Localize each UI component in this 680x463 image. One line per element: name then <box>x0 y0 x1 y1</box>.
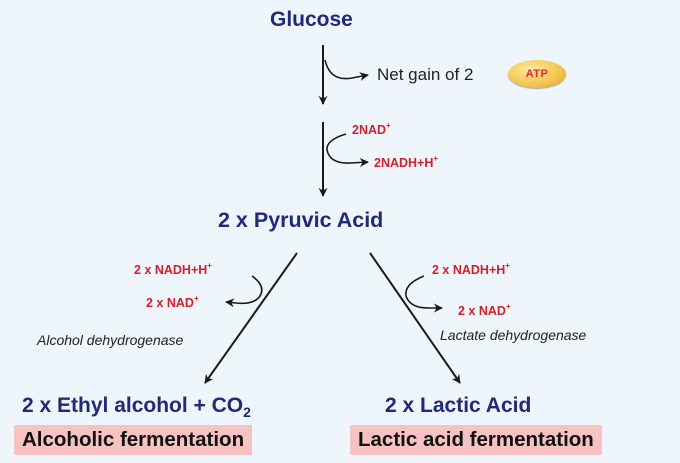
left-cofactor-arrow <box>225 275 263 308</box>
atp-branch-arrow <box>324 59 369 81</box>
alcoholic-fermentation-label: Alcoholic fermentation <box>14 425 253 455</box>
nadh-output: 2NADH+H+ <box>374 154 439 170</box>
atp-badge: ATP <box>508 60 566 88</box>
nad-reduction-arrow <box>326 133 369 167</box>
right-nadh-input: 2 x NADH+H+ <box>432 261 510 277</box>
net-gain-label: Net gain of 2 <box>377 65 474 84</box>
lactate-dehydrogenase-label: Lactate dehydrogenase <box>440 327 587 343</box>
nad-input: 2NAD+ <box>352 121 391 137</box>
lactic-acid-node: 2 x Lactic Acid <box>385 394 532 417</box>
left-nadh-input: 2 x NADH+H+ <box>134 261 212 277</box>
right-branch-arrow <box>369 252 461 384</box>
right-cofactor-arrow <box>405 275 443 313</box>
right-nad-output: 2 x NAD+ <box>458 302 511 318</box>
left-nad-output: 2 x NAD+ <box>146 294 199 310</box>
ethyl-alcohol-node: 2 x Ethyl alcohol + CO2 <box>22 394 251 421</box>
pyruvic-acid-node: 2 x Pyruvic Acid <box>218 208 384 232</box>
left-branch-arrow <box>204 252 298 384</box>
glucose-node: Glucose <box>270 8 353 31</box>
alcohol-dehydrogenase-label: Alcohol dehydrogenase <box>37 332 184 348</box>
atp-label: ATP <box>525 68 549 80</box>
lactic-acid-fermentation-label: Lactic acid fermentation <box>350 425 602 455</box>
